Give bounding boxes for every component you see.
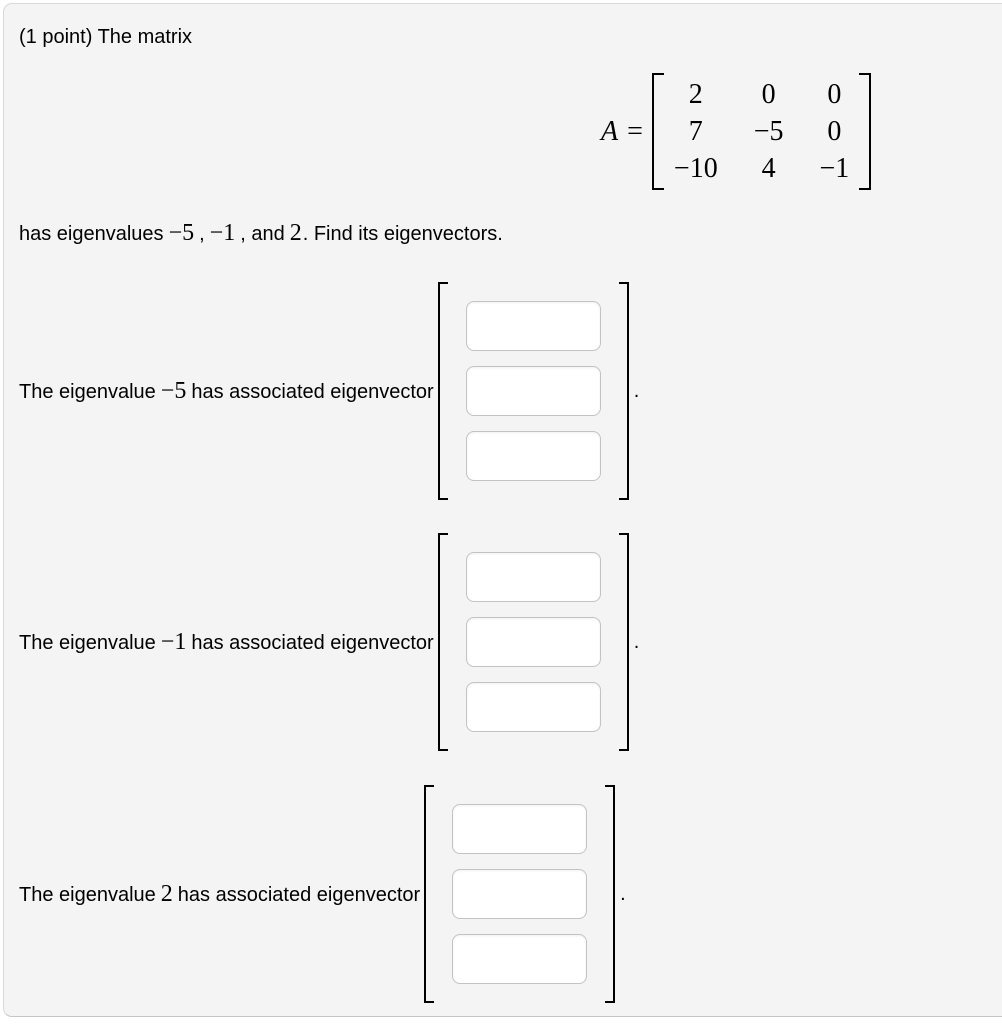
eigenvector-input[interactable]	[452, 804, 588, 854]
matrix-cell: 2	[688, 79, 703, 110]
eigenvector-answer-vector	[437, 533, 629, 751]
label-suffix: has associated eigenvector	[191, 380, 434, 403]
vector-bracket-left	[437, 533, 448, 751]
sentence-period: .	[633, 379, 640, 402]
sentence-suffix: . Find its eigenvectors.	[302, 223, 503, 245]
eigenvalue-value: 2	[289, 220, 302, 246]
eigenvector-input[interactable]	[465, 682, 601, 732]
eigenvector-input[interactable]	[465, 431, 601, 481]
matrix-cell: 4	[761, 153, 776, 184]
vector-entries	[465, 533, 601, 751]
matrix-cell: 7	[688, 116, 703, 147]
eigenvector-answer-vector	[424, 785, 616, 1003]
matrix-equation: A = 2 0 0 7 −5 0 −10 4 −1	[601, 73, 872, 190]
label-prefix: The eigenvalue	[19, 883, 156, 906]
eigenvector-input[interactable]	[465, 366, 601, 416]
matrix-cell: 0	[761, 79, 776, 110]
sentence-prefix: has eigenvalues	[19, 223, 164, 245]
sentence-comma: , and	[240, 223, 285, 245]
problem-panel: (1 point) The matrix A = 2 0 0 7 −5 0 −1…	[3, 3, 1002, 1017]
sentence-period: .	[633, 630, 640, 653]
sentence-period: .	[620, 882, 626, 905]
eigenvector-input[interactable]	[452, 934, 588, 984]
matrix-cell: −10	[673, 153, 718, 184]
eigenvector-input[interactable]	[465, 617, 601, 667]
eigenvector-input[interactable]	[465, 552, 601, 602]
matrix-cell: 0	[827, 79, 842, 110]
label-prefix: The eigenvalue	[19, 380, 156, 403]
vector-entries	[452, 785, 588, 1003]
eigenvalue-value: 2	[160, 880, 173, 907]
matrix-bracket-right	[859, 73, 872, 190]
eigenvalue-value: −5	[168, 220, 195, 246]
eigenvector-input[interactable]	[452, 869, 588, 919]
matrix-cell: −5	[753, 116, 784, 147]
vector-bracket-right	[618, 282, 629, 500]
label-suffix: has associated eigenvector	[177, 883, 421, 906]
eigenvalue-value: −1	[160, 628, 187, 655]
sentence-comma: ,	[199, 223, 205, 245]
eigenvalue-value: −5	[160, 377, 187, 404]
equals-sign: =	[627, 115, 643, 147]
eigenvector-input[interactable]	[465, 301, 601, 351]
eigenvector-answer-vector	[437, 282, 629, 500]
vector-entries	[465, 282, 601, 500]
vector-bracket-left	[424, 785, 435, 1003]
label-prefix: The eigenvalue	[19, 631, 156, 654]
matrix-bracket-left	[651, 73, 664, 190]
vector-bracket-left	[437, 282, 448, 500]
matrix-grid: 2 0 0 7 −5 0 −10 4 −1	[664, 73, 859, 190]
label-suffix: has associated eigenvector	[191, 631, 434, 654]
matrix-cell: 0	[827, 116, 842, 147]
matrix-cell: −1	[819, 153, 850, 184]
problem-header: (1 point) The matrix	[19, 26, 193, 48]
matrix-lhs: A	[601, 115, 619, 147]
vector-bracket-right	[618, 533, 629, 751]
eigenvalue-value: −1	[209, 220, 236, 246]
vector-bracket-right	[605, 785, 616, 1003]
